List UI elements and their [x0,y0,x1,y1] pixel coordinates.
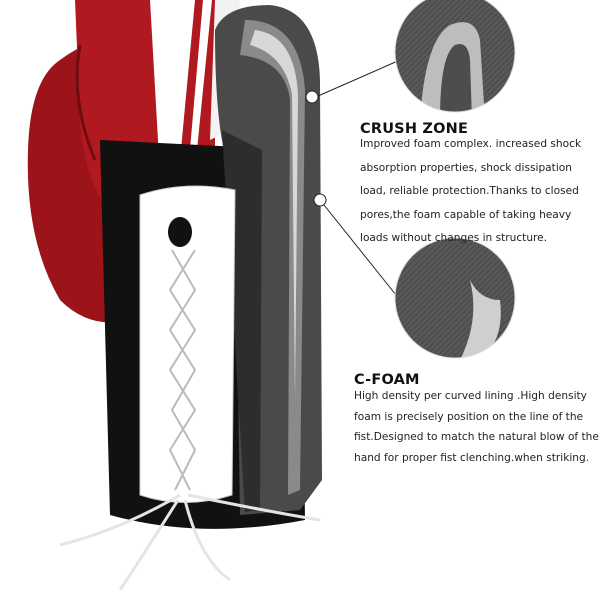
feature-c-foam: C-FOAM High density per curved lining .H… [354,372,600,468]
feature-title: C-FOAM [354,372,420,388]
callout-lines [305,59,401,301]
callout-marker-c-foam [313,193,327,207]
callout-marker-crush-zone [305,90,319,104]
detail-circle-crush-zone [395,0,515,112]
detail-circle-c-foam [395,238,515,358]
feature-crush-zone: CRUSH ZONE Improved foam complex. increa… [360,121,600,251]
feature-description: High density per curved lining .High den… [354,390,599,464]
laces [59,493,321,591]
feature-description: Improved foam complex. increased shock a… [360,138,582,244]
lace-panel [139,185,236,503]
feature-title: CRUSH ZONE [360,121,469,137]
